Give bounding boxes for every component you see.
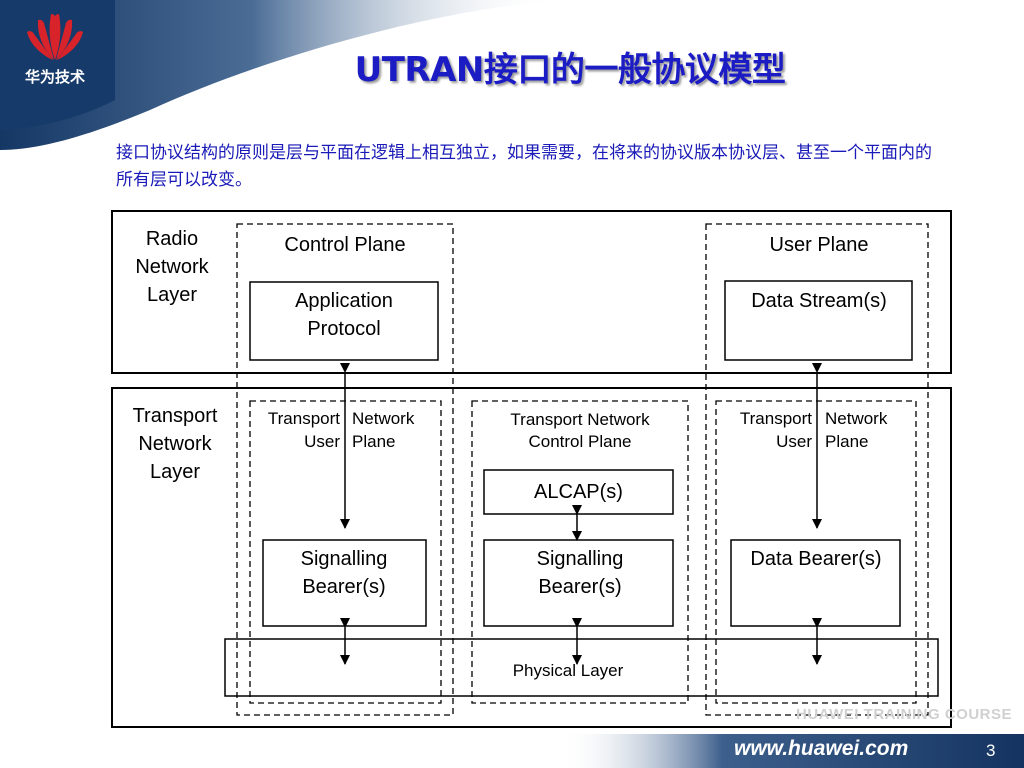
- data-bearer-box: [730, 539, 901, 627]
- tncp-box: [471, 400, 689, 704]
- control-plane-label: Control Plane: [284, 234, 406, 256]
- tnup-right-user: User: [776, 432, 812, 451]
- transport-network-layer-box: [111, 387, 952, 728]
- tnup-right-plane: Plane: [825, 432, 869, 451]
- radio-network-layer-label: Radio Network Layer: [135, 228, 209, 306]
- logo-text: 华为技术: [24, 68, 85, 86]
- header-band: [0, 0, 560, 150]
- tncp-label: Transport Network Control Plane: [510, 410, 650, 451]
- training-course-watermark: HUAWEI TRAINING COURSE: [795, 706, 1012, 723]
- slide-subtitle: 接口协议结构的原则是层与平面在逻辑上相互独立，如果需要，在将来的协议版本协议层、…: [116, 143, 932, 190]
- tnup-left-plane: Plane: [352, 432, 396, 451]
- signalling-bearer-left-label: Signalling Bearer(s): [300, 548, 388, 598]
- data-streams-label: Data Stream(s): [751, 290, 887, 312]
- footer-url-link[interactable]: www.huawei.com: [734, 737, 909, 760]
- slide-title: UTRAN接口的一般协议模型: [354, 50, 786, 90]
- huawei-logo-icon: [27, 14, 83, 60]
- signalling-bearer-mid-box: [483, 539, 674, 627]
- signalling-bearer-mid-label: Signalling Bearer(s): [536, 548, 624, 598]
- tnup-left-user: User: [304, 432, 340, 451]
- footer-band: [560, 734, 1024, 768]
- radio-network-layer-box: [111, 210, 952, 374]
- tnup-right-transport: Transport: [739, 409, 812, 428]
- tnup-left-transport: Transport: [267, 409, 340, 428]
- application-protocol-box: [249, 281, 439, 361]
- tnup-right-network: Network: [825, 409, 888, 428]
- application-protocol-label: Application Protocol: [295, 290, 393, 340]
- data-streams-box: [724, 280, 913, 361]
- tnup-left-network: Network: [352, 409, 415, 428]
- signalling-bearer-left-box: [262, 539, 427, 627]
- transport-network-layer-label: Transport Network Layer: [132, 405, 218, 483]
- user-plane-label: User Plane: [769, 234, 869, 256]
- page-number: 3: [986, 741, 996, 760]
- control-plane-box: [236, 223, 454, 716]
- user-plane-box: [705, 223, 929, 716]
- alcap-label: ALCAP(s): [534, 481, 623, 503]
- physical-layer-label: Physical Layer: [512, 661, 624, 680]
- data-bearer-label: Data Bearer(s): [750, 548, 882, 570]
